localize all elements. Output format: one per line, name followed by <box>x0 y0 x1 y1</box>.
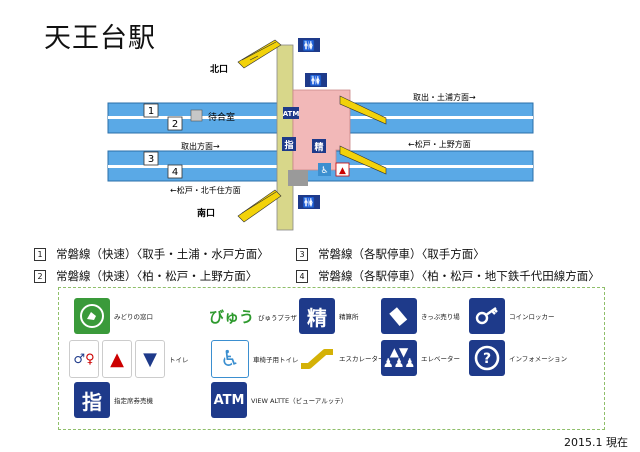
legend-label: エレベーター <box>421 355 460 363</box>
legend-information: ? インフォメーション <box>469 340 567 376</box>
fare-adjust-icon: 精 <box>299 298 335 334</box>
escalator-north <box>237 39 282 69</box>
escalator-platform-3-4 <box>339 145 387 175</box>
legend-label: コインロッカー <box>509 313 555 321</box>
platform-number-2: 2 <box>172 119 178 130</box>
legend-midori-window: みどりの窓口 <box>74 298 153 334</box>
svg-text:?: ? <box>483 351 491 367</box>
station-map: 🚻 🚻 🚻 ATM 指 精 ♿ ▲ 1 2 3 4 待合室 北口 南口 取出・土… <box>107 38 534 231</box>
map-reserved-sign: 指 <box>282 137 296 151</box>
elevator-icon: ▲▼♟♟♟ <box>381 340 417 376</box>
legend-viewplaza: びゅう びゅうプラザ <box>209 306 297 327</box>
map-toilet-sign-red: ▲ <box>335 162 350 177</box>
key-icon <box>469 298 505 334</box>
legend-label: インフォメーション <box>509 355 568 363</box>
waiting-room-label: 待合室 <box>208 111 235 123</box>
south-exit-label: 南口 <box>197 207 215 219</box>
legend-wheelchair-toilet: ♿ 車椅子用トイレ <box>211 340 299 378</box>
platform-number-4: 4 <box>172 167 178 178</box>
line-text: 常磐線（各駅停車）〈取手方面〉 <box>318 247 485 261</box>
direction-track4-left: ←松戸・北千住方面 <box>170 185 241 195</box>
legend-label: トイレ <box>169 356 189 364</box>
toilet-female-icon: ▲ <box>102 340 132 378</box>
legend-ticket-machine: きっぷ売り場 <box>381 298 460 334</box>
ticket-icon <box>381 298 417 334</box>
line-item-4: 4 常磐線（各駅停車）〈柏・松戸・地下鉄千代田線方面〉 <box>296 268 600 284</box>
ticket-gates <box>288 170 308 186</box>
platform-box-4 <box>167 164 183 179</box>
line-text: 常磐線（快速）〈柏・松戸・上野方面〉 <box>56 269 258 283</box>
svg-text:🚻: 🚻 <box>303 196 315 209</box>
legend-atm: ATM VIEW ALTTE（ビューアルッテ） <box>211 382 347 418</box>
viewplaza-logo: びゅう <box>209 308 255 326</box>
escalator-platform-1-2 <box>339 95 387 125</box>
svg-text:♿: ♿ <box>320 166 328 176</box>
legend-label: きっぷ売り場 <box>421 313 460 321</box>
legend-label: みどりの窓口 <box>114 313 153 321</box>
legend-elevator: ▲▼♟♟♟ エレベーター <box>381 340 460 376</box>
map-toilet-icon-mid: 🚻 <box>305 73 327 87</box>
platform-box-2 <box>167 116 183 131</box>
direction-track3-right: ←松戸・上野方面 <box>408 139 471 149</box>
line-number-box: 2 <box>34 269 46 283</box>
line-item-3: 3 常磐線（各駅停車）〈取手方面〉 <box>296 246 485 262</box>
platform-box-3 <box>143 151 159 166</box>
line-number-box: 4 <box>296 269 308 283</box>
escalator-icon <box>301 349 333 369</box>
atm-icon: ATM <box>211 382 247 418</box>
line-item-1: 1 常磐線（快速）〈取手・土浦・水戸方面〉 <box>34 246 269 262</box>
legend-label: 精算所 <box>339 313 359 321</box>
direction-track3-left: 取出方面→ <box>181 141 220 151</box>
map-fare-sign: 精 <box>312 139 326 153</box>
waiting-room-icon <box>190 109 203 122</box>
legend-label: エスカレーター <box>339 355 385 363</box>
legend-reserved-ticket: 指 指定席券売機 <box>74 382 153 418</box>
platform-number-1: 1 <box>148 106 154 117</box>
line-number-box: 1 <box>34 247 46 261</box>
legend-label: びゅうプラザ <box>258 313 297 322</box>
north-exit-label: 北口 <box>210 63 228 75</box>
svg-text:🚻: 🚻 <box>303 39 315 52</box>
platform-number-3: 3 <box>148 154 154 165</box>
station-title: 天王台駅 <box>44 23 156 54</box>
map-toilet-icon-bottom: 🚻 <box>298 195 320 209</box>
svg-text:精: 精 <box>314 141 323 153</box>
direction-track2-right: 取出・土浦方面→ <box>413 92 476 102</box>
legend-label: 車椅子用トイレ <box>253 356 299 364</box>
legend-coin-locker: コインロッカー <box>469 298 555 334</box>
legend-escalator: エスカレーター <box>299 346 385 370</box>
map-toilet-icon-top: 🚻 <box>298 38 320 52</box>
escalator-south <box>237 189 282 223</box>
svg-text:指: 指 <box>284 139 293 151</box>
svg-text:ATM: ATM <box>283 110 300 118</box>
svg-text:🚻: 🚻 <box>310 74 322 87</box>
legend-fare-adjust: 精 精算所 <box>299 298 359 334</box>
map-atm-sign: ATM <box>283 107 300 119</box>
legend-toilet: ♂♀ ▲ ▼ トイレ <box>69 340 189 378</box>
legend-label: 指定席券売機 <box>114 397 153 405</box>
legend-label: VIEW ALTTE（ビューアルッテ） <box>251 397 348 405</box>
reserved-ticket-icon: 指 <box>74 382 110 418</box>
wheelchair-icon: ♿ <box>211 340 249 378</box>
toilet-male-icon: ▼ <box>135 340 165 378</box>
legend-panel: みどりの窓口 びゅう びゅうプラザ 精 精算所 きっぷ売り場 コインロッカー ♂… <box>58 287 605 430</box>
toilet-pair-icon: ♂♀ <box>69 340 99 378</box>
line-number-box: 3 <box>296 247 308 261</box>
information-icon: ? <box>469 340 505 376</box>
date-note: 2015.1 現在 <box>564 436 628 449</box>
platform-box-1 <box>143 103 159 118</box>
line-item-2: 2 常磐線（快速）〈柏・松戸・上野方面〉 <box>34 268 257 284</box>
midori-window-icon <box>74 298 110 334</box>
svg-text:▲: ▲ <box>339 166 346 176</box>
line-text: 常磐線（快速）〈取手・土浦・水戸方面〉 <box>56 247 269 261</box>
line-text: 常磐線（各駅停車）〈柏・松戸・地下鉄千代田線方面〉 <box>318 269 600 283</box>
map-wheelchair-icon: ♿ <box>318 163 331 176</box>
